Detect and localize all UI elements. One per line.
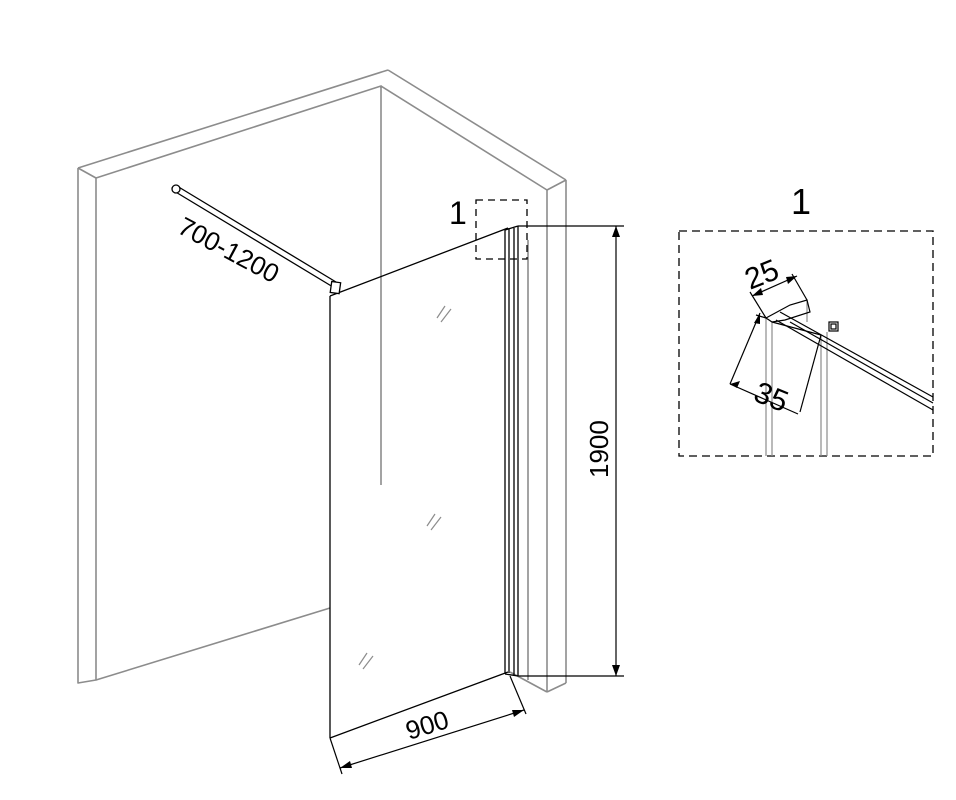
stabilizer-rod — [171, 184, 342, 295]
wall — [77, 69, 567, 693]
wall-left-outline — [77, 85, 382, 684]
detail-arrow-35-bottom — [730, 381, 740, 388]
detail-dim-35-ext-top — [755, 314, 767, 319]
profile-bottom-cap — [504, 673, 519, 677]
wall-left-top-front — [77, 167, 97, 179]
panel-height-label: 1900 — [584, 420, 614, 478]
reflection-mark — [430, 516, 442, 531]
height-arrow-bottom — [612, 665, 620, 676]
width-dim-line — [339, 709, 525, 769]
detail-view-frame — [678, 230, 934, 457]
detail-arrow-25-left — [752, 288, 763, 296]
panel-top-edge — [329, 227, 509, 297]
detail-glass-inner — [789, 321, 934, 404]
rod-bottom — [173, 190, 334, 288]
profile-depth-label: 35 — [749, 376, 792, 419]
reflection-mark — [362, 655, 374, 670]
wall-left-top-back — [77, 69, 389, 169]
detail-dim-35-ext-bottom — [799, 334, 822, 413]
detail-view-title: 1 — [791, 181, 811, 222]
height-arrow-top — [612, 226, 620, 237]
rod-wall-end — [171, 184, 181, 194]
reflection-mark — [440, 308, 452, 323]
detail-arrow-35-top — [754, 313, 760, 324]
detail-arrow-25-right — [786, 276, 797, 284]
profile-width-label: 25 — [740, 253, 783, 296]
detail-drawing — [729, 273, 934, 456]
wall-right-bottom — [546, 682, 567, 693]
detail-profile-top — [765, 299, 811, 323]
detail-glass-top — [779, 311, 934, 398]
detail-dim-25-ext-right — [791, 273, 808, 301]
wall-top-return — [546, 179, 567, 191]
rod-length-label: 700-1200 — [173, 211, 284, 289]
profile-top-cap — [504, 225, 519, 231]
detail-dim-35-line-b — [729, 383, 799, 415]
detail-marker-label: 1 — [449, 195, 467, 231]
width-ext-left — [329, 737, 343, 775]
wall-left-bottom — [95, 607, 331, 681]
wall-top-back-edge — [387, 69, 567, 181]
glass-panel — [329, 225, 519, 739]
width-arrow-right — [512, 710, 524, 717]
wall-top-inner-edge — [380, 85, 548, 191]
detail-profile-edge — [771, 321, 822, 336]
reflection-mark — [436, 305, 446, 319]
reflection-mark — [358, 652, 368, 666]
glass-reflections — [358, 305, 452, 670]
detail-arrows — [730, 276, 797, 388]
reflection-mark — [426, 513, 436, 527]
rod-top — [176, 185, 337, 283]
panel-bottom-edge — [329, 671, 509, 739]
detail-dim-35-line — [729, 312, 761, 385]
width-arrow-left — [340, 761, 352, 768]
detail-bracket — [828, 321, 839, 332]
panel-width-label: 900 — [402, 704, 452, 745]
dimension-lines — [329, 225, 624, 775]
width-ext-right — [509, 675, 527, 715]
dimension-arrows — [340, 226, 620, 768]
rod-clamp — [329, 280, 342, 295]
detail-bracket-inner — [830, 323, 837, 330]
detail-glass-bottom — [775, 319, 934, 411]
detail-marker-box — [475, 199, 528, 260]
